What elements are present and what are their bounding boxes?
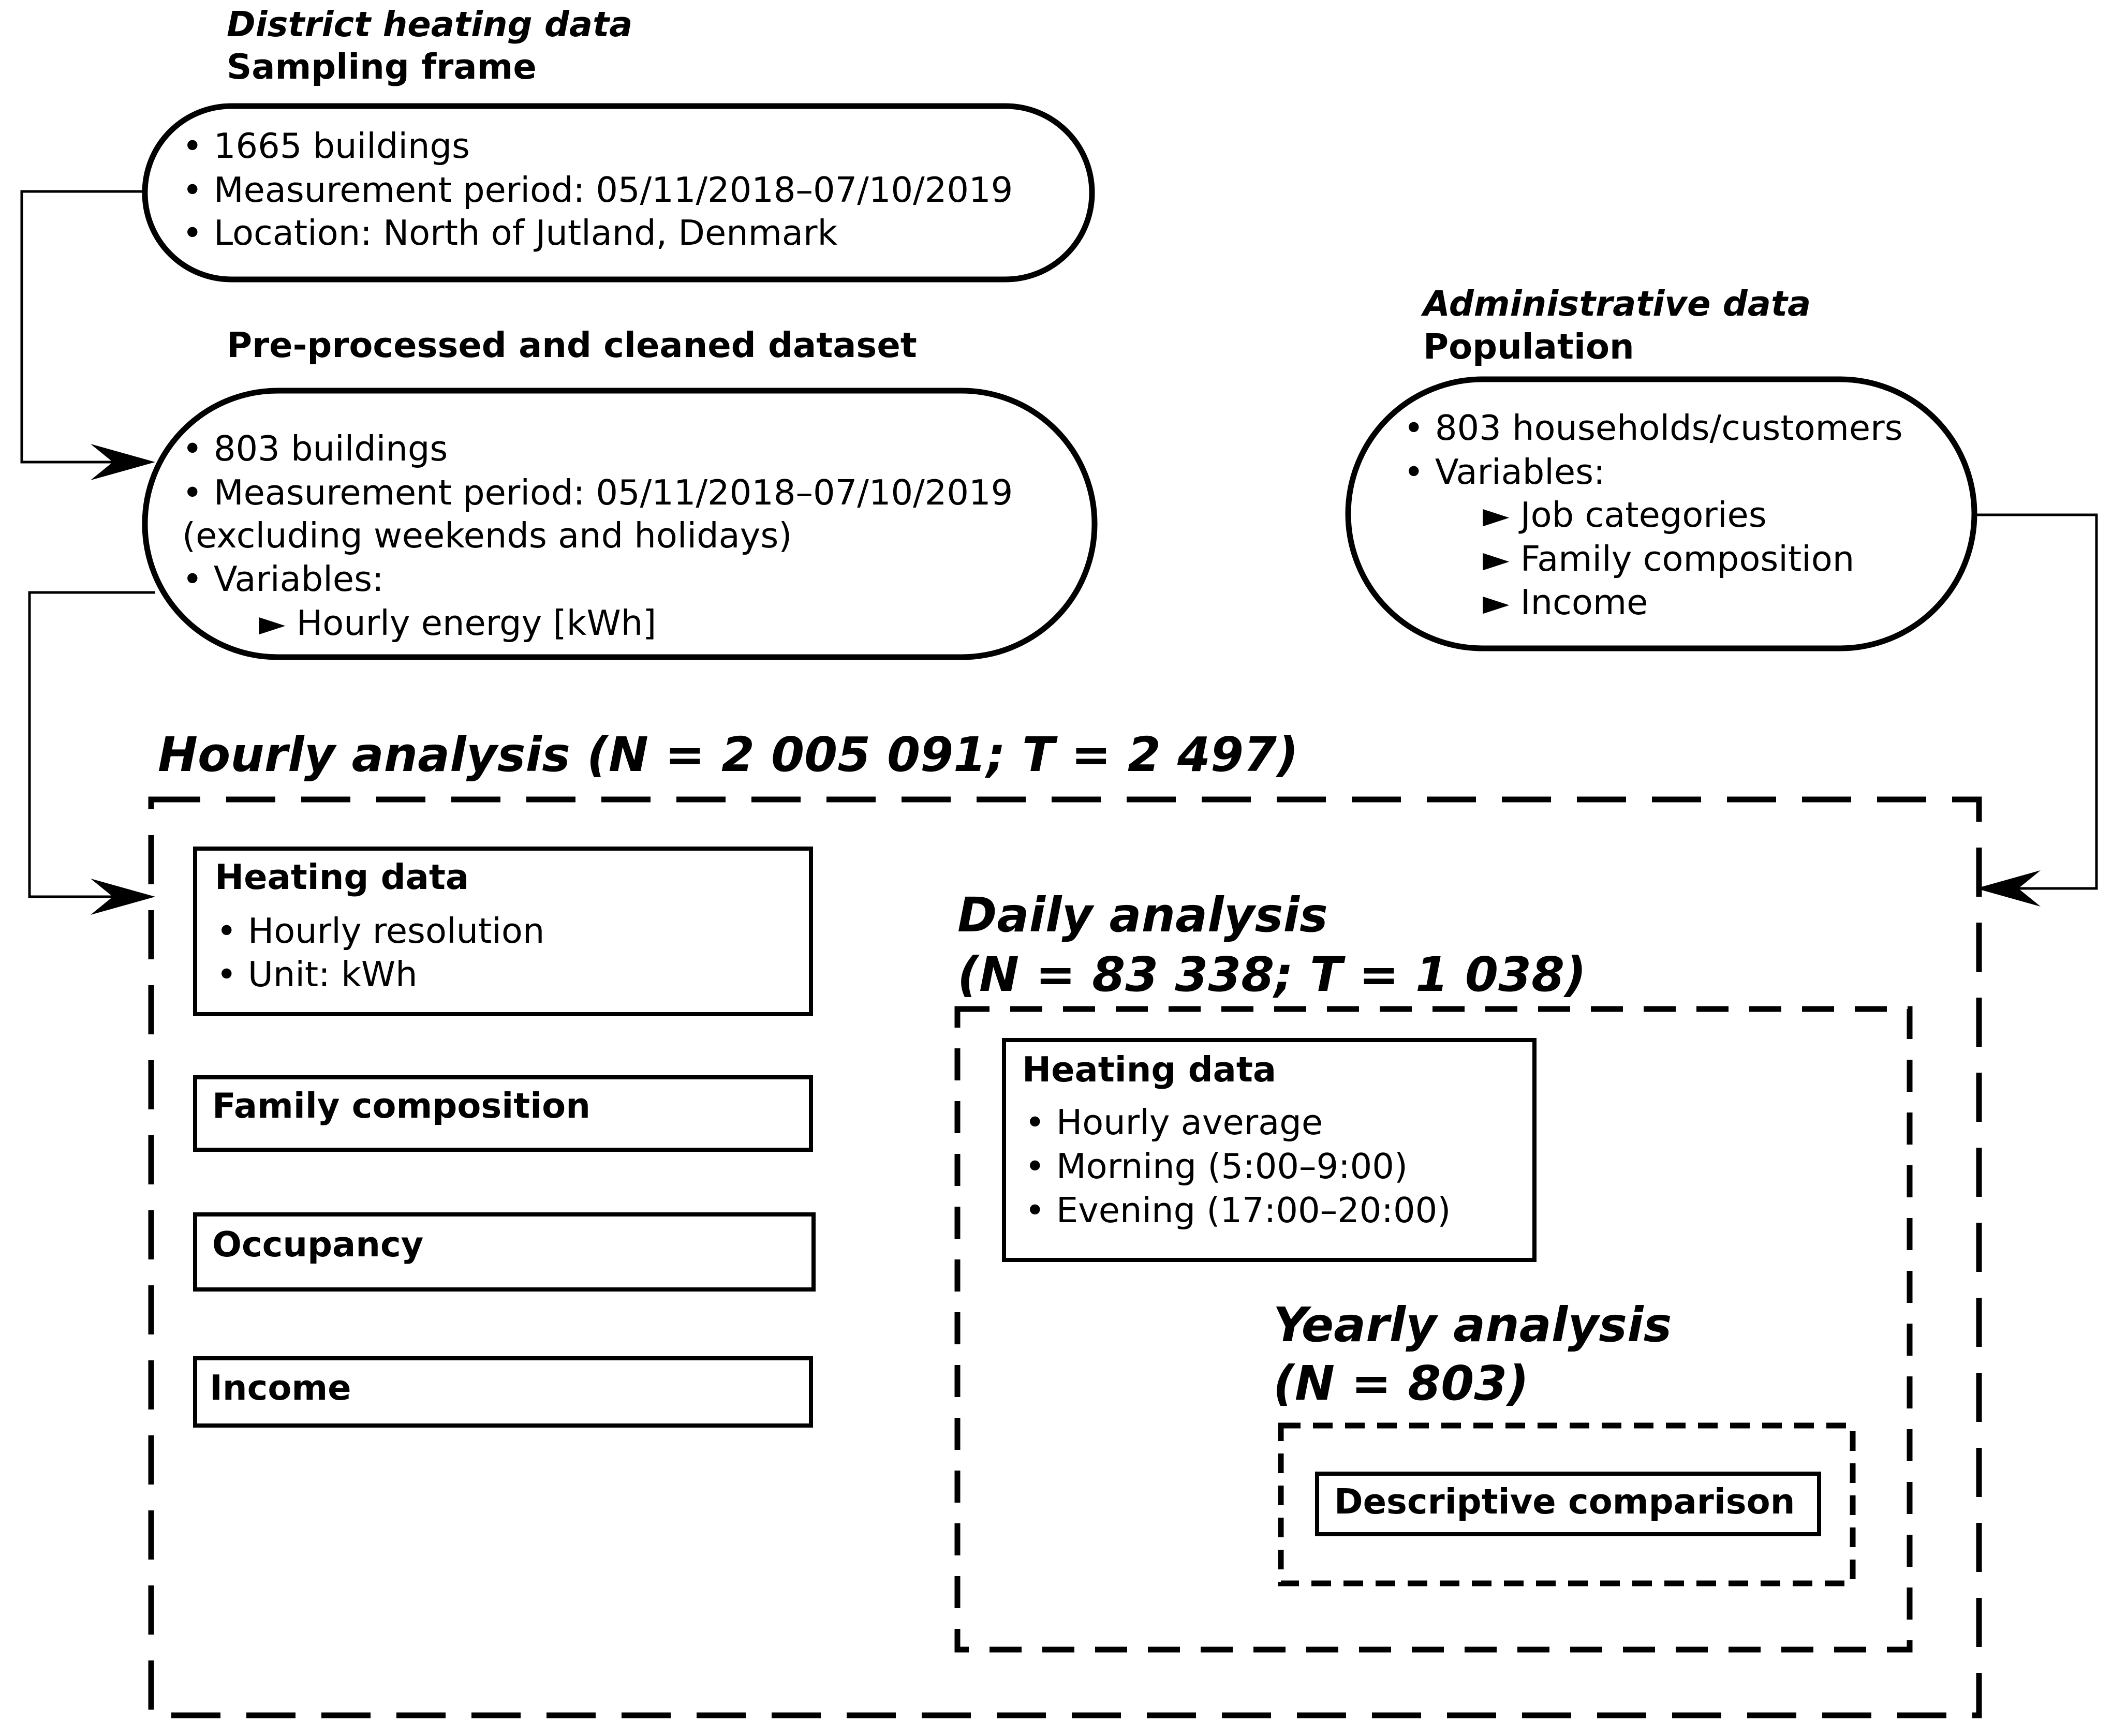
yearly-analysis-group: Yearly analysis (N = 803) Descriptive co… [1273,1297,1856,1586]
district-heating-title: District heating data [227,4,632,44]
yearly-analysis-frame [1278,1422,1856,1586]
hourly-heating-resolution: • Hourly resolution [216,911,544,951]
hourly-analysis-title: Hourly analysis (N = 2 005 091; T = 2 49… [158,727,1298,782]
sampling-item-location: • Location: North of Jutland, Denmark [182,213,838,253]
cleaned-dataset-title: Pre-processed and cleaned dataset [227,325,917,365]
population-item-households: • 803 households/customers [1404,408,1903,448]
daily-heating-evening: • Evening (17:00–20:00) [1025,1190,1451,1230]
cleaned-item-period: • Measurement period: 05/11/2018–07/10/2… [182,472,1013,513]
cleaned-item-buildings: • 803 buildings [182,428,448,469]
cleaned-item-variables: • Variables: [182,559,384,599]
yearly-analysis-title-line1: Yearly analysis [1273,1297,1672,1353]
hourly-heating-box [193,847,813,1016]
descriptive-comparison-label: Descriptive comparison [1334,1481,1795,1522]
daily-heating-average: • Hourly average [1025,1102,1323,1143]
sampling-frame-group: District heating data Sampling frame • 1… [142,4,1095,283]
occupancy-label: Occupancy [212,1224,423,1265]
cleaned-item-exclusion: (excluding weekends and holidays) [182,515,792,556]
daily-heating-title: Heating data [1022,1049,1276,1090]
population-subitem-family: ► Family composition [1483,539,1854,579]
yearly-analysis-title-line2: (N = 803) [1273,1356,1529,1411]
population-box [1345,376,1977,651]
population-subitem-income: ► Income [1483,582,1648,622]
connector-sampling-to-cleaned [20,190,145,464]
hourly-analysis-group: Hourly analysis (N = 2 005 091; T = 2 49… [148,727,1982,1718]
family-composition-label: Family composition [212,1086,590,1126]
population-subtitle: Population [1423,327,1634,367]
hourly-heating-title: Heating data [215,857,469,897]
hourly-analysis-frame [148,796,1982,1718]
population-group: Administrative data Population • 803 hou… [1345,284,1977,651]
sampling-frame-subtitle: Sampling frame [227,47,537,87]
family-composition-box [193,1075,813,1152]
daily-analysis-frame [954,1006,1913,1653]
arrowhead-cleaned-to-hourly [91,879,155,915]
cleaned-subitem-energy: ► Hourly energy [kWh] [259,603,656,643]
connectors [20,190,2098,915]
daily-analysis-title-line2: (N = 83 338; T = 1 038) [957,947,1586,1002]
income-label: Income [210,1368,351,1408]
cleaned-dataset-box [142,388,1098,660]
hourly-heating-unit: • Unit: kWh [216,954,418,995]
sampling-frame-box [142,103,1095,283]
occupancy-box [193,1212,816,1292]
sampling-item-period: • Measurement period: 05/11/2018–07/10/2… [182,170,1013,210]
daily-heating-morning: • Morning (5:00–9:00) [1025,1146,1408,1186]
daily-analysis-title-line1: Daily analysis [957,887,1328,943]
income-box [193,1356,813,1428]
cleaned-dataset-group: Pre-processed and cleaned dataset • 803 … [142,325,1098,660]
descriptive-comparison-box [1315,1472,1821,1536]
daily-heating-box [1002,1038,1537,1262]
arrowhead-sampling-to-cleaned [91,444,155,480]
population-item-variables: • Variables: [1404,452,1605,492]
population-subitem-job: ► Job categories [1483,495,1767,535]
sampling-item-buildings: • 1665 buildings [182,126,470,166]
connector-admin-to-hourly [1976,513,2098,890]
connector-cleaned-to-hourly [28,591,155,898]
arrowhead-admin-to-hourly [1976,870,2041,907]
daily-analysis-group: Daily analysis (N = 83 338; T = 1 038) H… [954,887,1913,1653]
administrative-title: Administrative data [1421,284,1811,324]
